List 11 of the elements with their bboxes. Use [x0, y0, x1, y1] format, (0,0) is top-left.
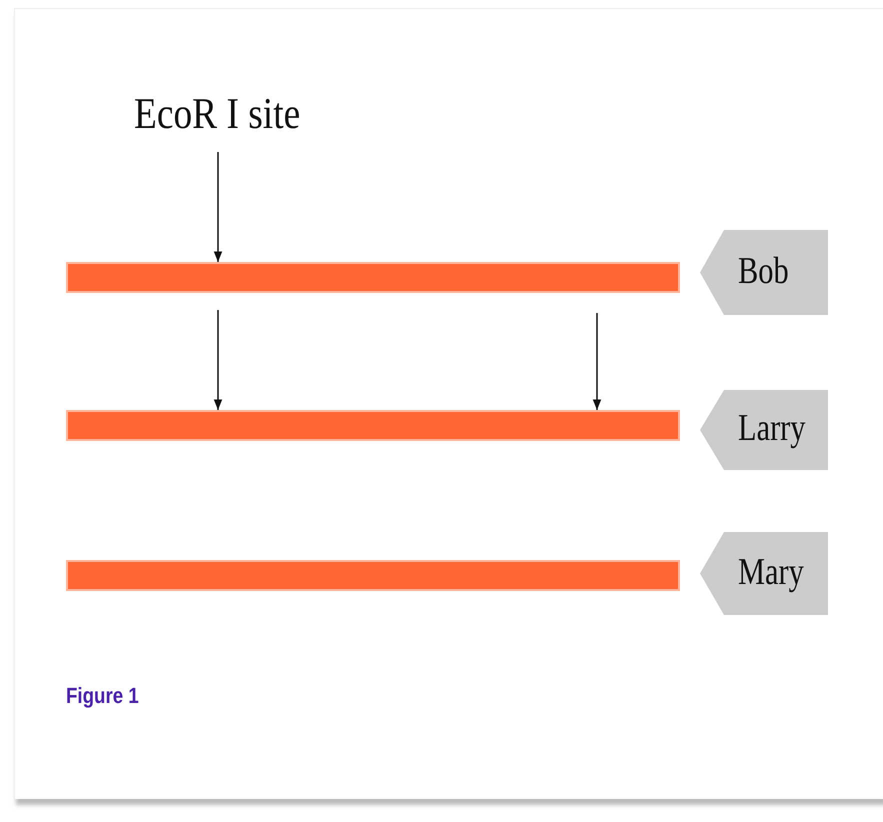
dna-strand-bar — [66, 262, 680, 293]
dna-strand-bar — [66, 560, 680, 591]
arrow — [592, 313, 602, 410]
site-label: EcoR I site — [134, 88, 300, 139]
strand-name: Larry — [738, 406, 806, 450]
strand-name: Bob — [738, 248, 789, 292]
strand-name: Mary — [738, 550, 804, 594]
figure-caption: Figure 1 — [66, 683, 139, 709]
dna-strand-bar — [66, 410, 680, 441]
arrow — [214, 152, 222, 262]
arrow — [214, 310, 222, 410]
